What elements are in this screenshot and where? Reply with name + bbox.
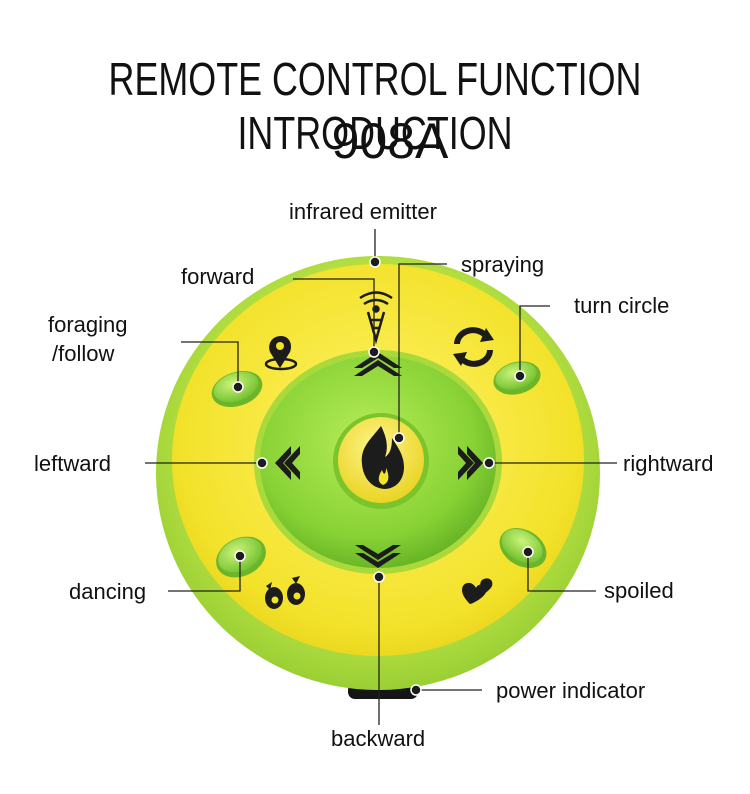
label-spoiled: spoiled xyxy=(604,578,674,603)
label-turn-circle: turn circle xyxy=(574,293,670,318)
model-number: 908A xyxy=(331,113,449,169)
label-backward: backward xyxy=(331,726,426,751)
location-pin-icon xyxy=(264,336,298,371)
label-follow: /follow xyxy=(52,341,115,366)
rightward-arrow-icon xyxy=(458,446,483,480)
turn-circle-icon xyxy=(454,327,493,367)
forward-arrow-icon xyxy=(354,352,402,376)
label-power-indicator: power indicator xyxy=(496,678,646,703)
label-infrared-emitter: infrared emitter xyxy=(289,199,437,224)
label-dancing: dancing xyxy=(69,579,147,604)
spoiled-icon xyxy=(462,578,493,604)
leader-lines xyxy=(145,229,617,725)
leader-dots xyxy=(232,256,534,696)
antenna-icon xyxy=(359,291,393,345)
label-foraging: foraging xyxy=(48,312,128,337)
label-leftward: leftward xyxy=(34,451,112,476)
label-forward: forward xyxy=(181,264,255,289)
flame-icon xyxy=(361,426,404,489)
label-rightward: rightward xyxy=(623,451,714,476)
page-title: REMOTE CONTROL FUNCTION INTRODUCTION xyxy=(108,53,642,159)
leftward-arrow-icon xyxy=(275,446,300,480)
dancing-icon xyxy=(265,576,305,609)
label-spraying: spraying xyxy=(461,252,545,277)
backward-arrow-icon xyxy=(355,545,401,568)
